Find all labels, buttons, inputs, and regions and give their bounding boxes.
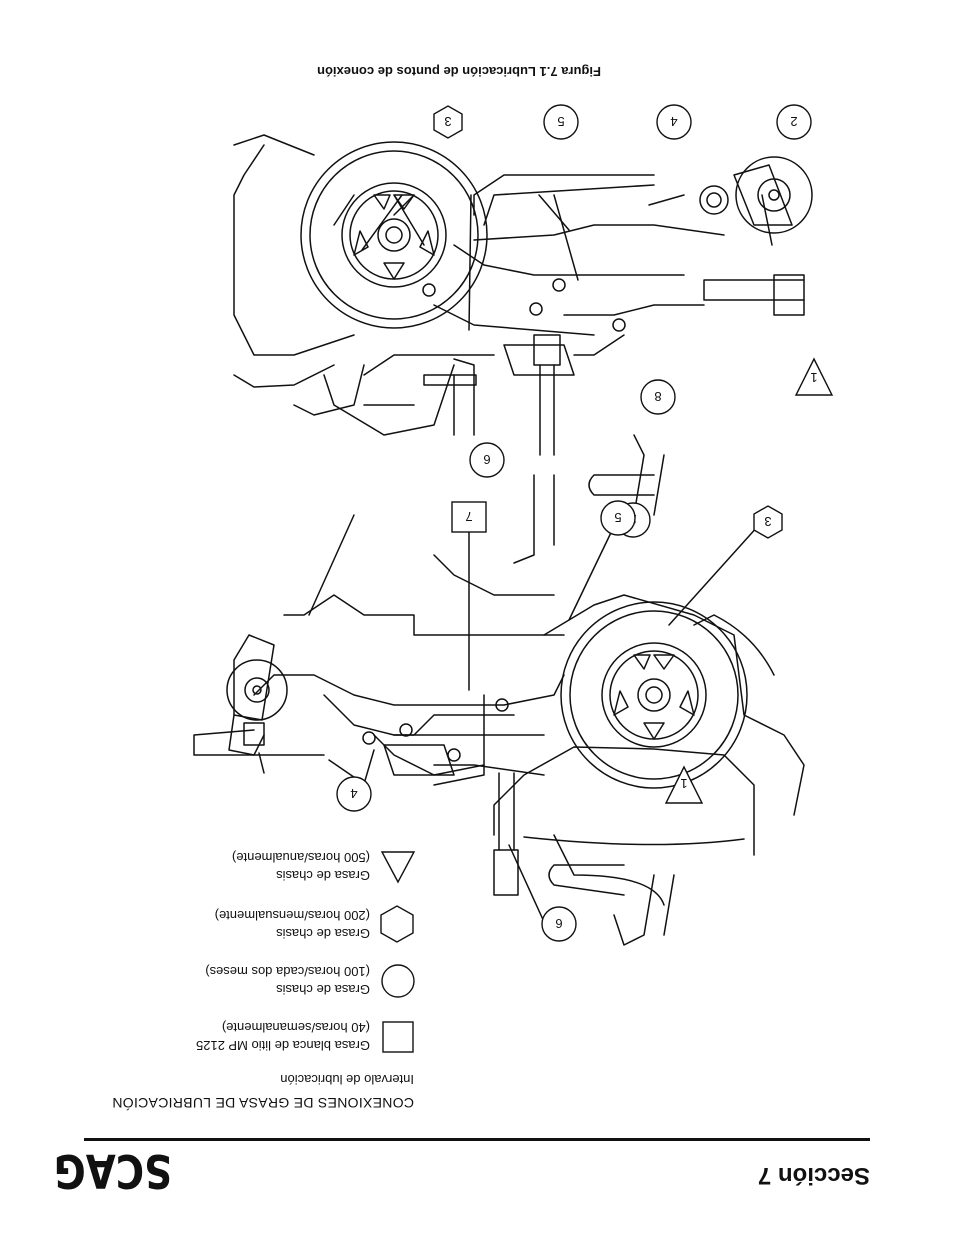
callout-2-circle: 2 — [776, 104, 812, 140]
svg-text:6: 6 — [483, 452, 490, 467]
callout-1-triangle: 1 — [794, 357, 834, 396]
lower-mower-view — [233, 134, 813, 564]
callout-1-triangle: 1 — [664, 765, 704, 804]
upper-callouts: 1 2 3 4 5 6 7 — [336, 500, 783, 942]
svg-text:5: 5 — [614, 510, 621, 525]
callout-5-circle: 5 — [543, 104, 579, 140]
lower-leaders — [333, 194, 773, 331]
scag-logo: SCAG — [52, 1144, 174, 1198]
svg-text:3: 3 — [764, 514, 771, 529]
svg-text:7: 7 — [465, 509, 472, 524]
brand-lettering: SCAG — [54, 1147, 172, 1197]
callout-5-circle: 5 — [600, 500, 636, 536]
callout-7-square: 7 — [451, 501, 487, 533]
svg-text:1: 1 — [680, 776, 687, 791]
svg-text:1: 1 — [810, 370, 817, 385]
legend-row-triangle: Grasa de chasis (500 horas/anualmente) — [156, 841, 416, 885]
callout-6-circle: 6 — [469, 442, 505, 478]
lower-callouts: 1 2 3 4 5 6 8 — [433, 104, 834, 478]
upper-leaders — [258, 514, 769, 925]
svg-text:4: 4 — [350, 786, 357, 801]
legend-row-circle: Grasa de chasis (100 horas/cada dos mese… — [156, 955, 416, 999]
circle-shape-icon — [381, 964, 415, 998]
hexagon-shape-icon — [380, 905, 414, 943]
upper-mower-view — [193, 358, 805, 946]
callout-8-circle: 8 — [640, 379, 676, 415]
legend-row-square: Grasa blanca de litio MP 2125 (40 horas/… — [156, 1011, 416, 1055]
callout-4-circle: 4 — [336, 776, 372, 812]
square-shape-icon — [382, 1021, 414, 1053]
callout-4-circle: 4 — [656, 104, 692, 140]
svg-text:5: 5 — [557, 114, 564, 129]
svg-text:4: 4 — [670, 114, 677, 129]
callout-3-hexagon: 3 — [753, 505, 783, 539]
svg-text:8: 8 — [654, 389, 661, 404]
svg-text:2: 2 — [790, 114, 797, 129]
svg-text:6: 6 — [555, 916, 562, 931]
triangle-shape-icon — [380, 851, 416, 884]
callout-6-circle: 6 — [541, 906, 577, 942]
svg-text:3: 3 — [444, 114, 451, 129]
figure-caption: Figura 7.1 Lubricación de puntos de cone… — [317, 64, 601, 79]
legend-row-hexagon: Grasa de chasis (200 horas/mensualmente) — [156, 899, 416, 943]
callout-3-hexagon: 3 — [433, 105, 463, 139]
